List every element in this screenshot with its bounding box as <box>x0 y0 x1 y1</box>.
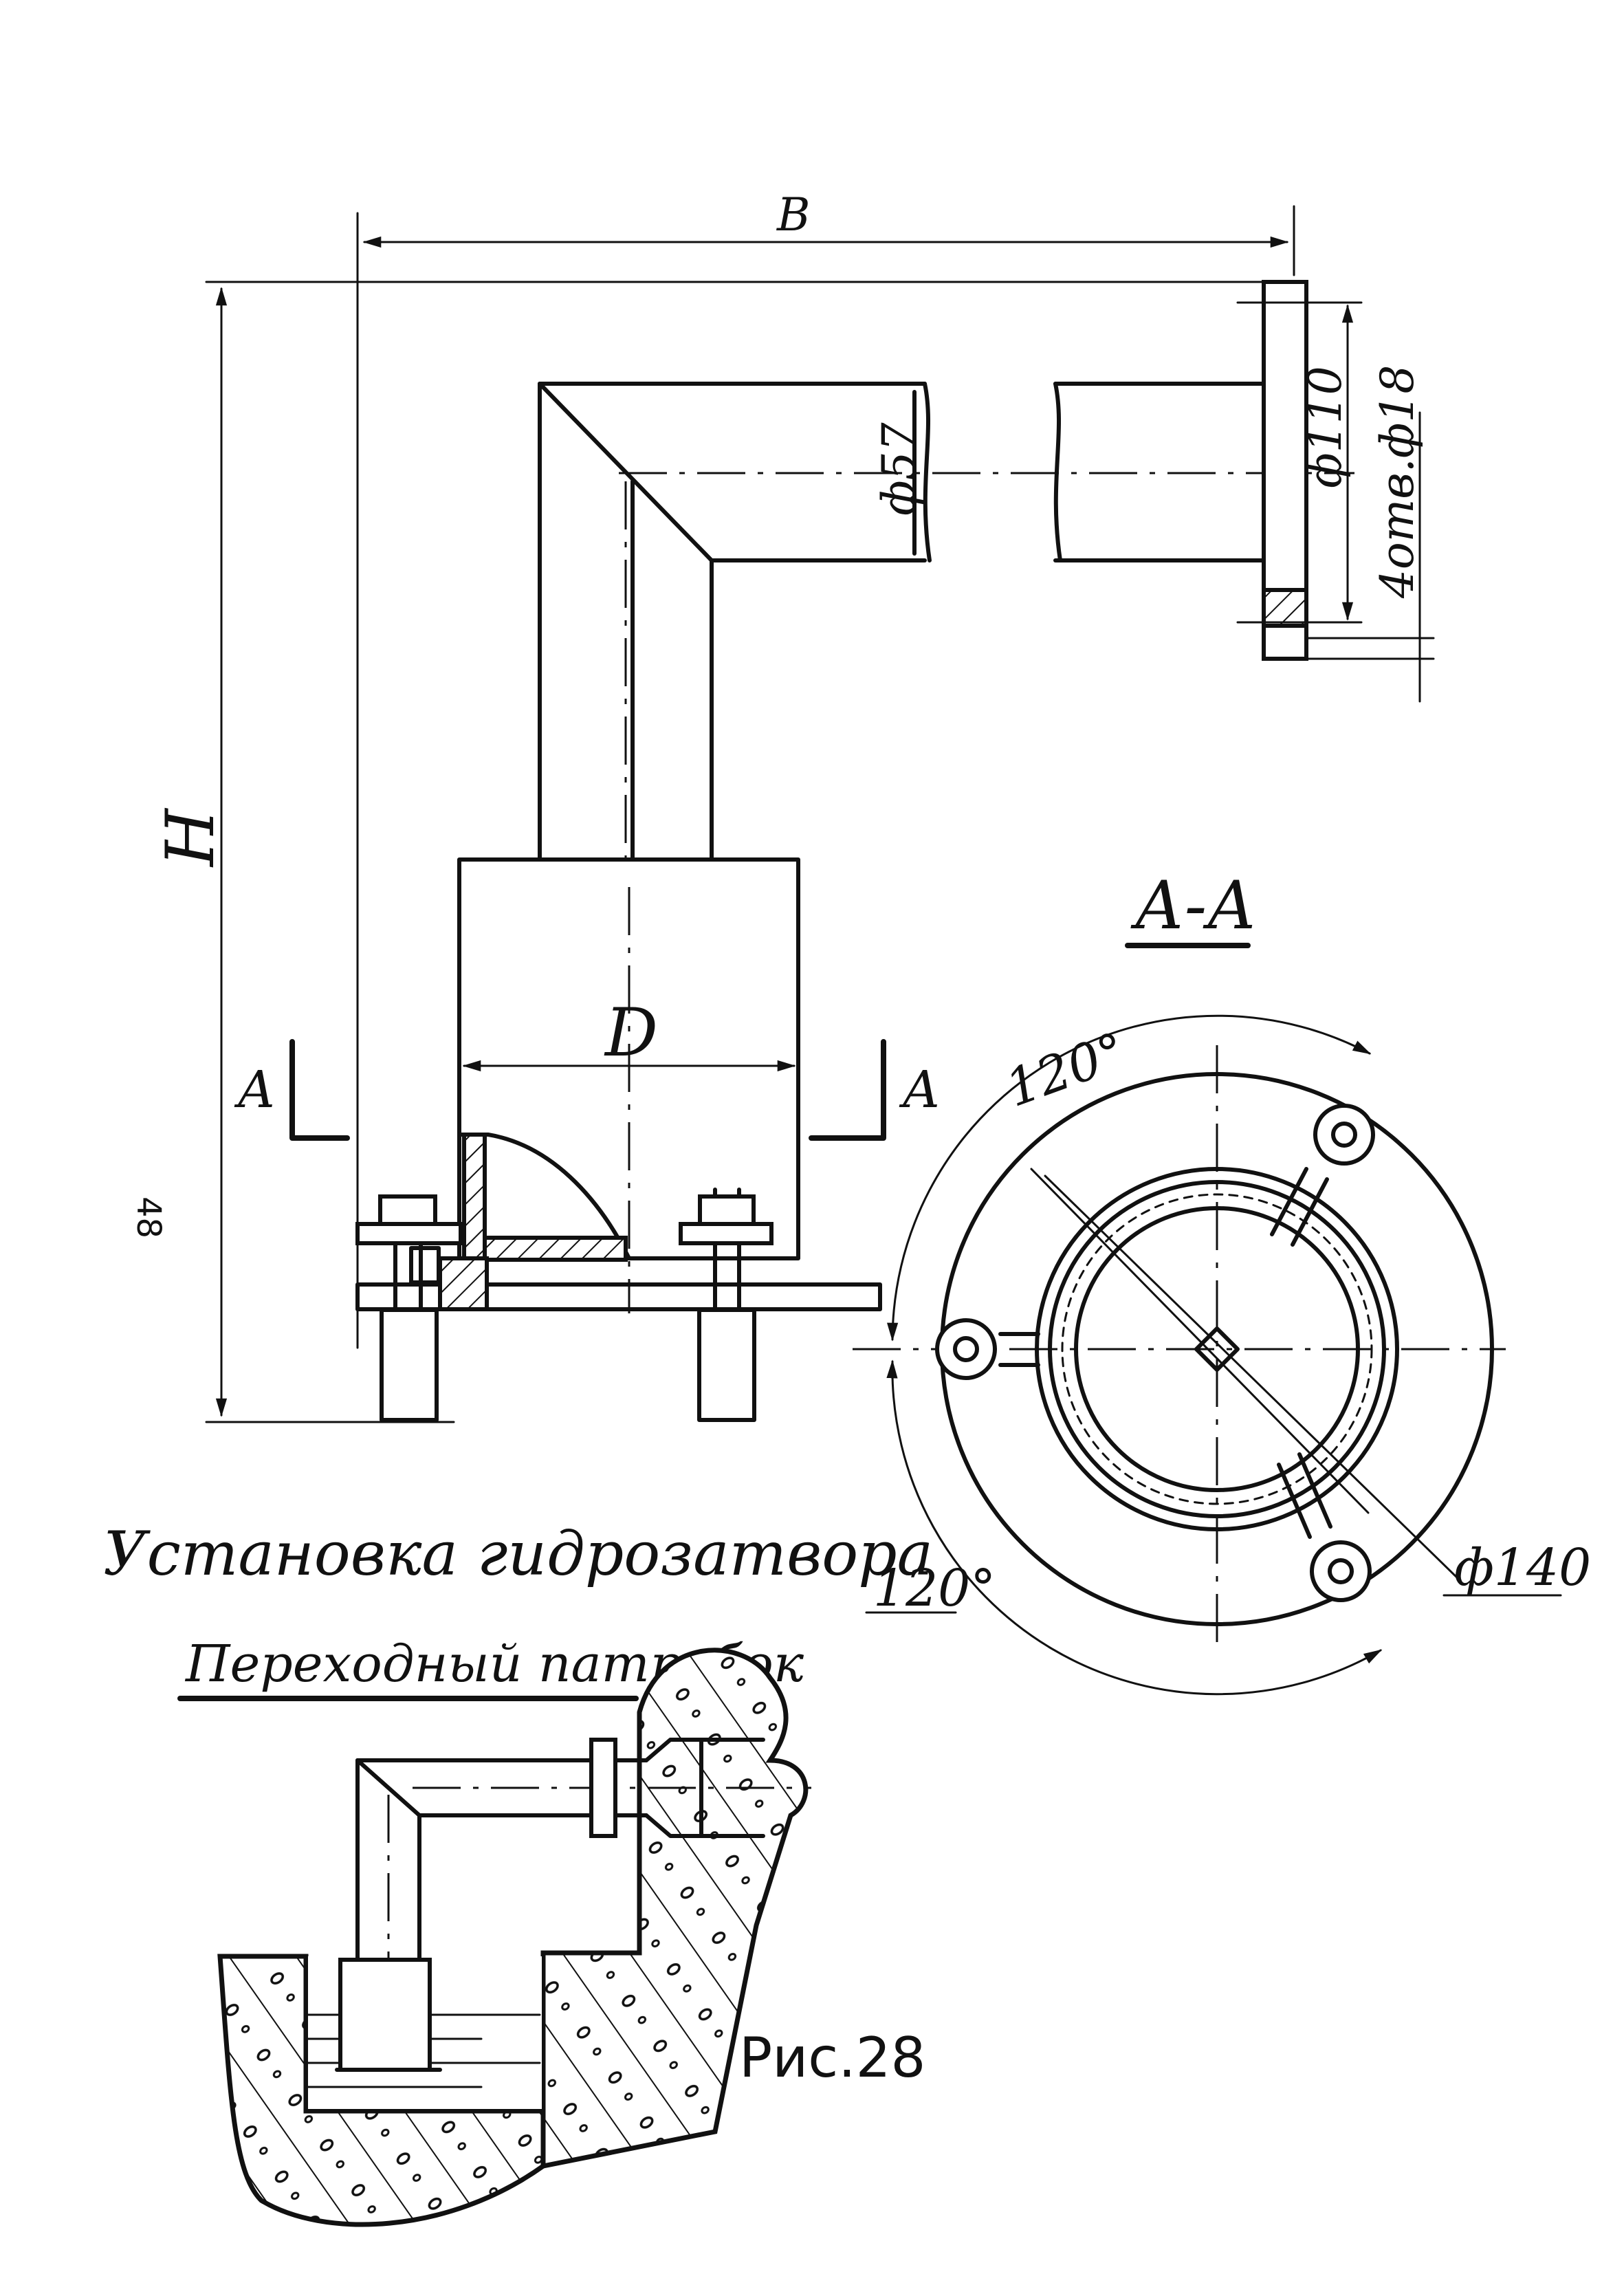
section-a-a: А-А 120° 120° ф140 <box>853 867 1591 1696</box>
angle-bottom-label: 120° <box>873 1559 996 1618</box>
installation-caption: Установка гидрозатвора <box>103 1518 933 1589</box>
wall-concrete <box>540 1648 809 2169</box>
dim-vessel-diameter: D <box>604 994 658 1071</box>
outlet-flange: ф110 4отв.ф18 <box>1236 280 1435 703</box>
installation-sketch <box>217 1648 811 2227</box>
seal-vessel: D <box>457 857 800 1313</box>
section-marker-left: А <box>234 1039 350 1141</box>
lug-left <box>935 1318 1040 1380</box>
main-view: В Н ф57 <box>129 188 1435 1423</box>
pit-concrete <box>217 1954 546 2227</box>
section-title: А-А <box>1130 867 1257 944</box>
anchor-bolt-left <box>355 1194 463 1422</box>
lug-bottom <box>1277 1452 1372 1602</box>
dim-section-diameter: ф140 <box>1454 1538 1591 1597</box>
dimension-b: В <box>356 188 1295 1349</box>
angle-top-label: 120° <box>998 1021 1134 1119</box>
dim-flange-diameter: ф110 <box>1299 366 1352 488</box>
dim-pipe-diameter: ф57 <box>873 422 925 516</box>
section-mark-left-label: А <box>234 1060 276 1119</box>
figure-caption: Рис.28 <box>739 2026 925 2090</box>
dim-flange-holes: 4отв.ф18 <box>1371 365 1424 599</box>
elbow-and-riser <box>538 382 714 862</box>
dimension-h: Н <box>152 281 1266 1423</box>
base-plate <box>355 1256 882 1311</box>
lug-top <box>1270 1104 1375 1247</box>
page-number: 48 <box>129 1196 168 1238</box>
horizontal-pipe: ф57 <box>538 382 1354 562</box>
anchor-bolt-right <box>679 1188 773 1422</box>
section-marker-right: А <box>809 1039 941 1141</box>
dim-b-label: В <box>776 188 811 241</box>
dim-h-label: Н <box>152 807 229 868</box>
section-mark-right-label: А <box>899 1060 941 1119</box>
